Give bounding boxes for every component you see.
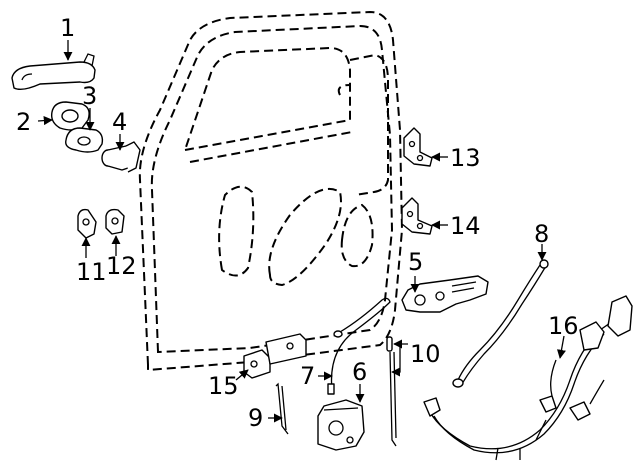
callout-1: 1 <box>60 14 75 42</box>
part-clip-12 <box>105 208 125 235</box>
part-cable-8 <box>452 259 549 388</box>
part-rod-10 <box>386 336 397 447</box>
part-gasket <box>65 127 104 153</box>
door-outline <box>138 10 404 372</box>
callout-9: 9 <box>248 404 263 432</box>
callout-8: 8 <box>534 220 549 248</box>
callout-labels: 1 2 3 4 5 6 7 8 9 10 11 12 13 14 15 16 <box>16 14 579 432</box>
callout-15: 15 <box>208 372 239 400</box>
callout-14: 14 <box>450 212 481 240</box>
callout-3: 3 <box>82 82 97 110</box>
leader-lines <box>37 40 566 423</box>
part-lower-hinge <box>401 197 433 235</box>
part-lock-cylinder <box>101 141 141 173</box>
callout-7: 7 <box>300 362 315 390</box>
part-bezel <box>50 101 90 131</box>
part-outside-handle <box>11 53 96 91</box>
part-cable-7 <box>327 297 391 395</box>
part-actuator-5 <box>401 275 489 313</box>
part-latch-6 <box>317 399 365 451</box>
callout-16: 16 <box>548 312 579 340</box>
callout-4: 4 <box>112 108 127 136</box>
callout-10: 10 <box>410 340 441 368</box>
callout-6: 6 <box>352 358 367 386</box>
part-door-check-15 <box>243 333 307 379</box>
callout-2: 2 <box>16 108 31 136</box>
part-rod-9 <box>275 382 289 435</box>
part-bracket-11 <box>77 208 97 239</box>
part-upper-hinge <box>403 127 433 167</box>
callout-11: 11 <box>76 258 107 286</box>
callout-12: 12 <box>106 252 137 280</box>
callout-13: 13 <box>450 144 481 172</box>
callout-5: 5 <box>408 248 423 276</box>
part-harness-16 <box>423 295 633 461</box>
